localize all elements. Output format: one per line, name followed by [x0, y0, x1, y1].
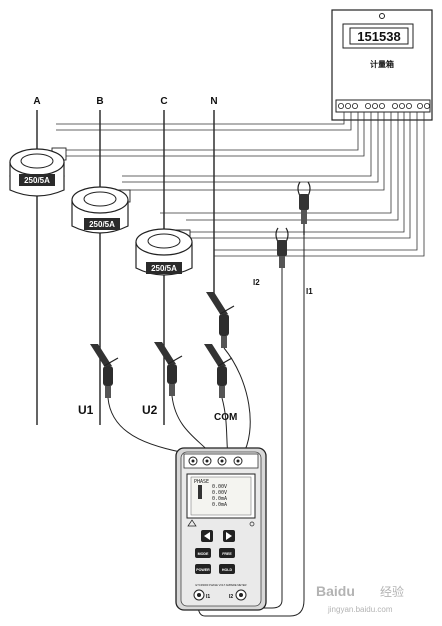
voltage-probe-com — [204, 344, 233, 398]
free-button-label: FREE — [222, 552, 232, 556]
meter-name: 计量箱 — [370, 59, 394, 69]
watermark-url: jingyan.baidu.com — [327, 605, 393, 614]
indicator-icon — [249, 521, 255, 527]
ct-phase-c: 250/5A — [135, 228, 193, 276]
meter-terminals — [337, 103, 430, 110]
probe-u1-label: U1 — [78, 403, 94, 417]
phase-n-label: N — [210, 96, 217, 107]
screen-header: PHASE — [194, 479, 209, 485]
screen-line-4: 0.0mA — [212, 502, 227, 508]
screen-line-3: 0.0mA — [212, 496, 227, 502]
clamp-i1-label: I1 — [306, 287, 313, 296]
ct-phase-b: 250/5A — [71, 186, 131, 234]
warning-icon — [187, 519, 197, 527]
phase-volt-ampere-meter: PHASE 0.00V 0.00V 0.0mA 0.0mA MODE FREE … — [175, 447, 267, 611]
screen-line-1: 0.00V — [212, 484, 227, 490]
current-clamp-i1 — [297, 181, 311, 235]
screen-line-2: 0.00V — [212, 490, 227, 496]
baidu-watermark: Baidu 经验 jingyan.baidu.com — [316, 583, 404, 614]
jack-i1-label: I1 — [206, 594, 210, 600]
voltage-probe-u1 — [90, 344, 119, 398]
jack-i2-label: I2 — [229, 594, 233, 600]
ct-a-rating: 250/5A — [24, 176, 50, 185]
power-button[interactable] — [195, 564, 211, 574]
probe-cables — [107, 347, 251, 457]
voltage-probe-u2 — [154, 342, 183, 396]
power-button-label: POWER — [196, 568, 210, 572]
ct-phase-a: 250/5A — [9, 147, 67, 197]
meter-reading: 151538 — [357, 29, 400, 44]
ct-secondary-wiring — [56, 112, 425, 257]
hold-button[interactable] — [219, 564, 235, 574]
watermark-cn: 经验 — [380, 584, 404, 599]
ct-c-rating: 250/5A — [151, 264, 177, 273]
hold-button-label: HOLD — [222, 568, 233, 572]
arrow-left-icon — [204, 532, 210, 540]
probe-u2-label: U2 — [142, 403, 158, 417]
free-button[interactable] — [219, 548, 235, 558]
arrow-right-icon — [226, 532, 232, 540]
phase-a-label: A — [33, 96, 40, 107]
voltage-probe-com-upper — [206, 292, 235, 348]
energy-meter: 151538 计量箱 — [331, 9, 433, 121]
mode-button-label: MODE — [198, 552, 209, 556]
ct-b-rating: 250/5A — [89, 220, 115, 229]
clamp-i2-label: I2 — [253, 278, 260, 287]
watermark-brand: Baidu — [316, 583, 355, 599]
current-clamp-i2 — [275, 227, 289, 268]
model-text: ETCR3000 PHASE VOLT AMPERE METER — [196, 583, 247, 587]
phase-b-label: B — [96, 96, 103, 107]
phase-c-label: C — [160, 96, 167, 107]
mode-button[interactable] — [195, 548, 211, 558]
